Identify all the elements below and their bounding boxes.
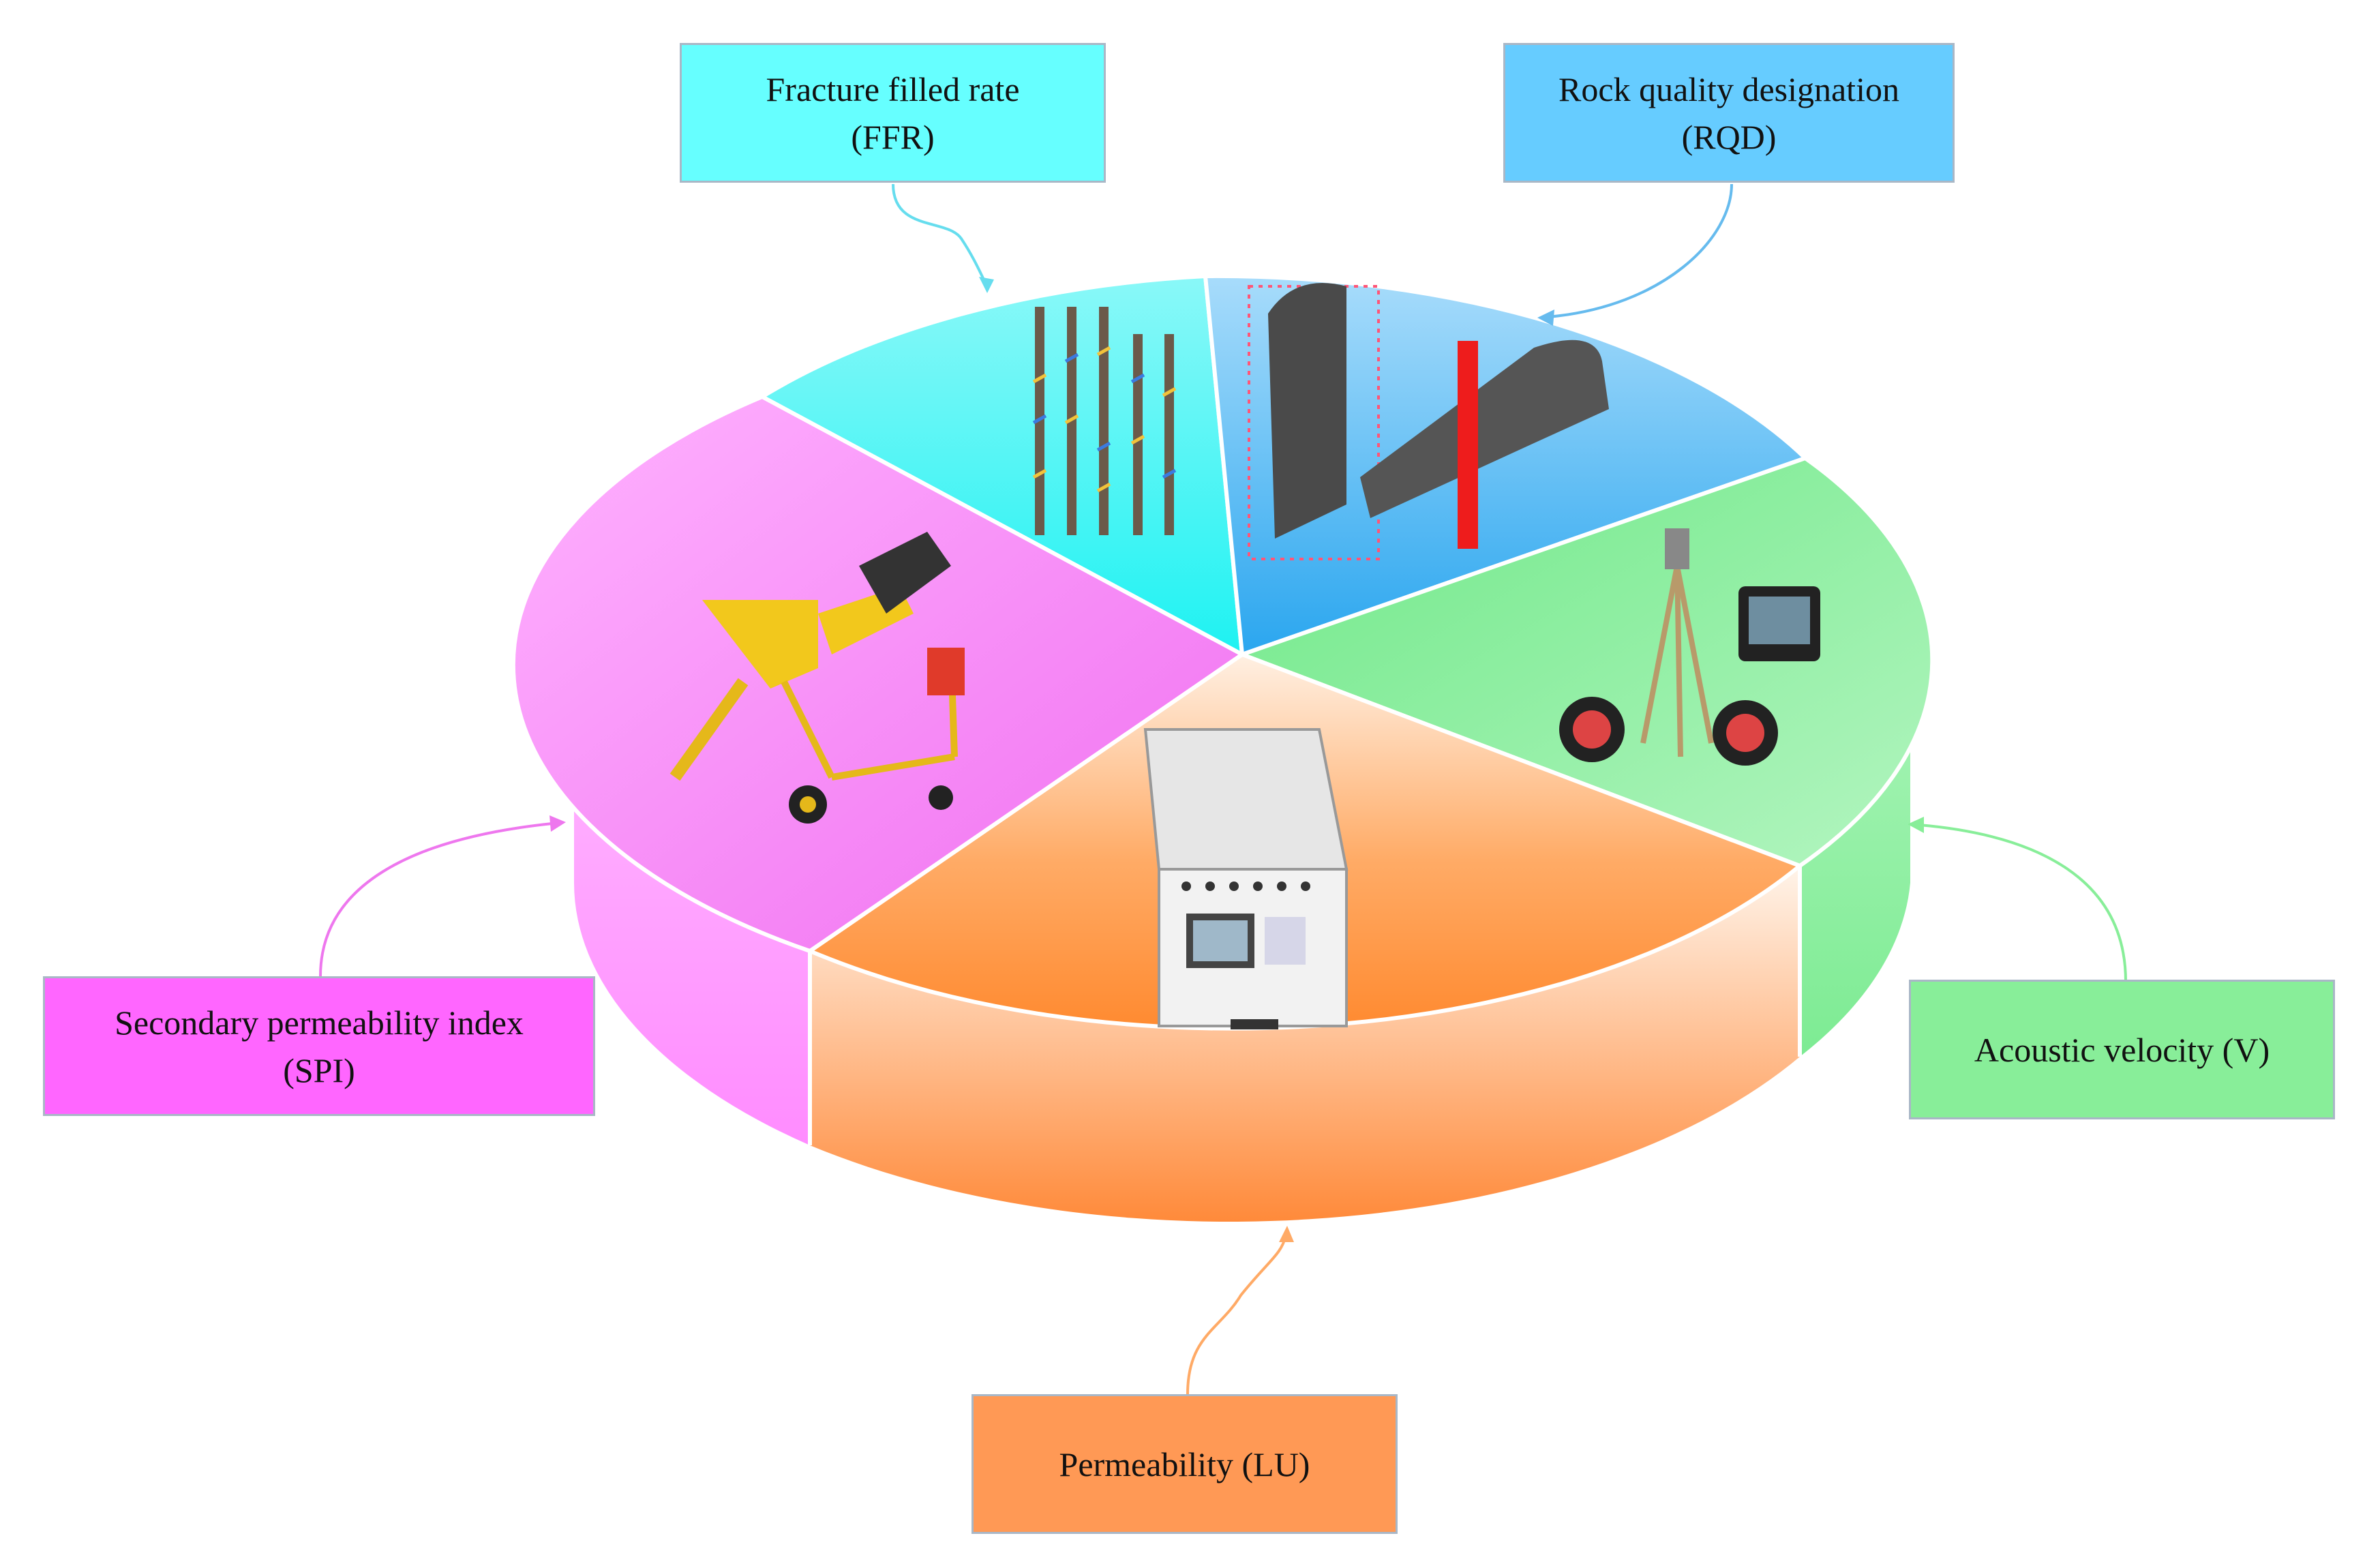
- rqd-label-line2: (RQD): [1681, 117, 1777, 156]
- spi-side-wall: [573, 682, 810, 1145]
- ffr-label-line1: Fracture filled rate: [766, 70, 1020, 108]
- spi-label-line1: Secondary permeability index: [115, 1003, 524, 1042]
- core-sample-rods-icon: [1032, 307, 1177, 535]
- lu-label-line1: Permeability (LU): [1059, 1445, 1310, 1483]
- grouting-pump-machine-icon: [669, 532, 965, 824]
- rqd-slice: [1203, 273, 1809, 658]
- spi-slice: [511, 394, 1246, 954]
- connectors: [319, 183, 2127, 1395]
- ffr-label-line2: (FFR): [851, 117, 935, 156]
- v-slice: [1236, 455, 1935, 869]
- rqd-label-line1: Rock quality designation: [1558, 70, 1899, 108]
- spi-connector: [319, 822, 553, 977]
- acoustic-wave-detector-icon: [1559, 528, 1820, 766]
- rqd-connector: [1547, 183, 1733, 318]
- spi-label-line2: (SPI): [283, 1051, 355, 1089]
- v-connector: [1918, 824, 2127, 982]
- rqd-label-box: Rock quality designation (RQD): [1503, 43, 1955, 183]
- ffr-label-box: Fracture filled rate (FFR): [680, 43, 1106, 183]
- ffr-connector: [892, 183, 989, 287]
- permeability-tester-case-icon: [1143, 728, 1349, 1029]
- v-label-box: Acoustic velocity (V): [1909, 980, 2335, 1119]
- spi-label-box: Secondary permeability index (SPI): [43, 976, 595, 1116]
- lu-side-wall: [810, 866, 1800, 1222]
- lu-connector: [1186, 1235, 1287, 1395]
- ffr-slice: [757, 273, 1245, 659]
- v-label-line1: Acoustic velocity (V): [1974, 1030, 2270, 1069]
- lu-label-box: Permeability (LU): [971, 1394, 1398, 1534]
- rock-block-3d-model-icon: [1248, 283, 1609, 560]
